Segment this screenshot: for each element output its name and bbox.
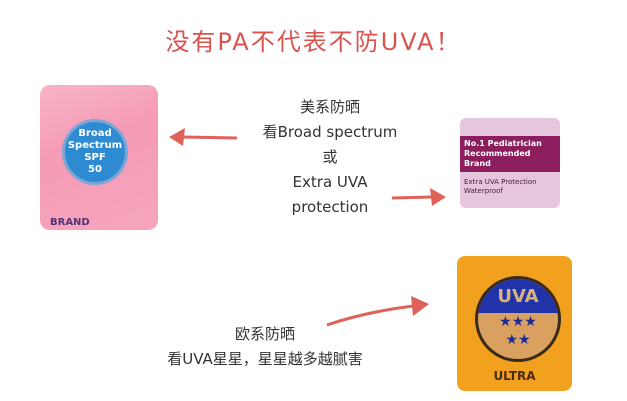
sub-line: Extra UVA Protection xyxy=(464,178,537,186)
brand-text: BRAND xyxy=(50,217,90,228)
uva-stars-label-image: UVA ★★★ ★★ ULTRA xyxy=(457,256,572,391)
badge-text: SPF xyxy=(84,152,106,163)
sub-line: Waterproof xyxy=(464,187,503,195)
extra-uva-label-image: No.1 Pediatrician Recommended Brand Extr… xyxy=(460,118,560,208)
badge-text: 50 xyxy=(88,164,102,175)
broad-spectrum-label-image: Broad Spectrum SPF 50 BRAND xyxy=(40,85,158,230)
note-line: 美系防晒 xyxy=(299,98,360,116)
page-title: 没有PA不代表不防UVA！ xyxy=(165,28,462,56)
arrow-right-curved-icon xyxy=(326,296,429,327)
note-line: 欧系防晒 xyxy=(234,325,295,343)
badge-text: Spectrum xyxy=(67,140,123,151)
note-line: protection xyxy=(291,198,369,216)
note-line: Extra UVA xyxy=(292,173,368,191)
arrow-right-icon xyxy=(391,188,446,206)
star-icon: ★★ xyxy=(505,332,531,348)
star-icon: ★★★ xyxy=(499,314,537,330)
broad-spectrum-badge: Broad Spectrum SPF 50 xyxy=(62,119,128,185)
ultra-text: ULTRA xyxy=(493,369,536,383)
note-line: 看UVA星星，星星越多越腻害 xyxy=(167,350,363,368)
us-sunscreen-note: 美系防晒 看Broad spectrum 或 Extra UVA protect… xyxy=(255,95,405,220)
eu-sunscreen-note: 欧系防晒 看UVA星星，星星越多越腻害 xyxy=(130,322,400,372)
note-line: 或 xyxy=(322,148,338,166)
arrow-left-icon xyxy=(169,128,238,146)
uva-text: UVA xyxy=(478,279,558,313)
uva-badge: UVA ★★★ ★★ xyxy=(475,276,561,362)
label-subtext: Extra UVA Protection Waterproof xyxy=(464,178,537,196)
badge-text: Broad xyxy=(78,128,112,139)
note-line: 看Broad spectrum xyxy=(262,123,398,141)
pediatrician-band: No.1 Pediatrician Recommended Brand xyxy=(460,136,560,172)
